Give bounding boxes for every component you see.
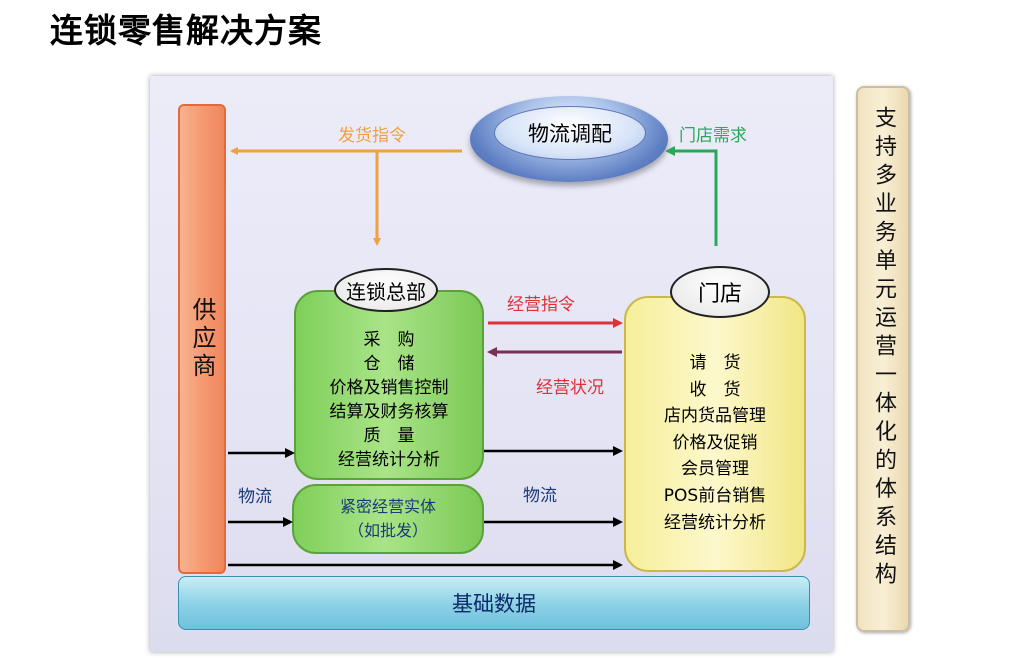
architecture-sidebar: 支持多业务单元运营一体化的体系结构 bbox=[856, 86, 910, 632]
hq-box: 采 购 仓 储 价格及销售控制 结算及财务核算 质 量 经营统计分析 bbox=[294, 290, 484, 480]
page-title: 连锁零售解决方案 bbox=[50, 11, 322, 50]
logistics-label-left: 物流 bbox=[238, 487, 272, 507]
store-box: 请 货 收 货 店内货品管理 价格及促销 会员管理 POS前台销售 经营统计分析 bbox=[624, 296, 806, 572]
base-data-bar: 基础数据 bbox=[178, 576, 810, 630]
store-function-list: 请 货 收 货 店内货品管理 价格及促销 会员管理 POS前台销售 经营统计分析 bbox=[626, 350, 804, 536]
hq-function-item: 质 量 bbox=[363, 426, 415, 446]
hq-function-item: 采 购 bbox=[363, 330, 415, 350]
supplier-label: 供应商 bbox=[188, 297, 216, 381]
hq-function-item: 结算及财务核算 bbox=[329, 402, 449, 422]
store-label: 门店 bbox=[670, 266, 770, 318]
store-demand-label: 门店需求 bbox=[679, 126, 747, 146]
operating-status-label: 经营状况 bbox=[536, 378, 604, 398]
entity-line-2: （如批发） bbox=[347, 521, 428, 540]
store-function-item: 经营统计分析 bbox=[664, 512, 766, 533]
store-function-item: 请 货 bbox=[689, 353, 741, 373]
logistics-center-disc: 物流调配 bbox=[470, 96, 668, 182]
store-function-item: 店内货品管理 bbox=[664, 406, 766, 427]
hq-label: 连锁总部 bbox=[334, 268, 438, 312]
store-function-item: 价格及促销 bbox=[672, 432, 758, 453]
store-function-item: 收 货 bbox=[689, 379, 741, 400]
hq-function-item: 价格及销售控制 bbox=[329, 378, 449, 398]
store-function-item: POS前台销售 bbox=[663, 485, 767, 506]
hq-function-list: 采 购 仓 储 价格及销售控制 结算及财务核算 质 量 经营统计分析 bbox=[296, 328, 482, 472]
supplier-box: 供应商 bbox=[178, 104, 226, 574]
store-function-item: 会员管理 bbox=[681, 459, 749, 480]
entity-box: 紧密经营实体 （如批发） bbox=[292, 484, 484, 554]
operating-order-label: 经营指令 bbox=[507, 295, 575, 315]
hq-function-item: 经营统计分析 bbox=[338, 450, 440, 470]
logistics-label-mid: 物流 bbox=[523, 486, 557, 506]
hq-function-item: 仓 储 bbox=[363, 354, 415, 374]
logistics-center-label: 物流调配 bbox=[494, 106, 646, 160]
sidebar-text: 支持多业务单元运营一体化的体系结构 bbox=[871, 106, 896, 591]
entity-line-1: 紧密经营实体 bbox=[339, 497, 436, 516]
shipping-order-label: 发货指令 bbox=[338, 126, 406, 146]
